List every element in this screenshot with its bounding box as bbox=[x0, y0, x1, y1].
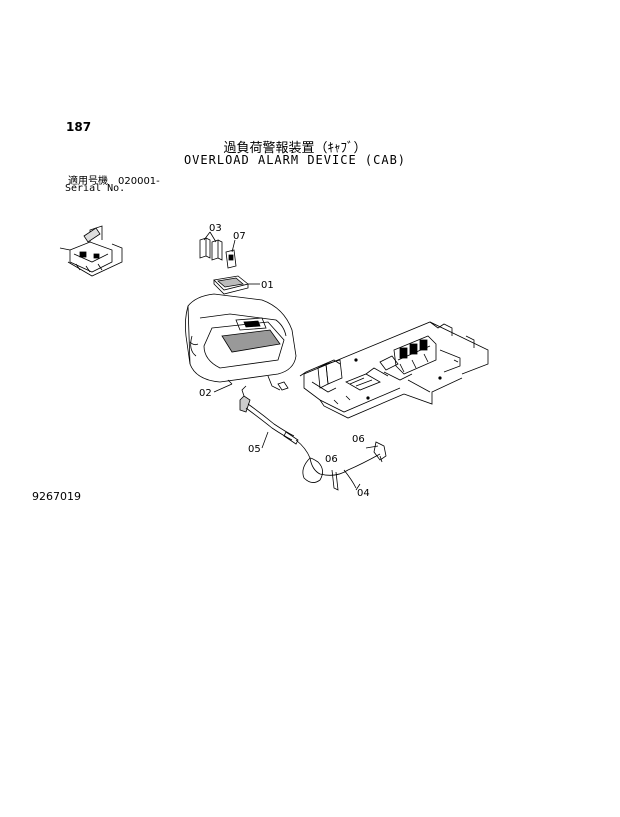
part-01-panel bbox=[213, 275, 260, 295]
part-03-switches bbox=[199, 231, 237, 269]
location-thumbnail bbox=[59, 225, 123, 277]
callout-04: 04 bbox=[357, 488, 370, 499]
serial-label-english: Serial No. bbox=[65, 183, 126, 194]
title-japanese: 過負荷警報装置（ｷｬﾌﾞ） bbox=[223, 141, 367, 156]
callout-03: 03 bbox=[209, 223, 222, 234]
drawing-number: 9267019 bbox=[32, 490, 81, 503]
cab-floor-frame bbox=[299, 321, 489, 419]
part-04-harness bbox=[295, 439, 387, 491]
callout-06-lower: 06 bbox=[325, 454, 338, 465]
callout-05: 05 bbox=[248, 444, 261, 455]
console-body bbox=[184, 293, 297, 391]
callout-02: 02 bbox=[199, 388, 212, 399]
serial-label-japanese: 適用号機 020001- bbox=[68, 176, 160, 187]
callout-06-upper: 06 bbox=[352, 434, 365, 445]
title-english: OVERLOAD ALARM DEVICE (CAB) bbox=[183, 153, 407, 167]
page-number: 187 bbox=[66, 120, 92, 134]
leader-02 bbox=[213, 383, 233, 393]
callout-07: 07 bbox=[233, 231, 246, 242]
part-05-harness bbox=[239, 385, 299, 449]
callout-01: 01 bbox=[261, 280, 274, 291]
